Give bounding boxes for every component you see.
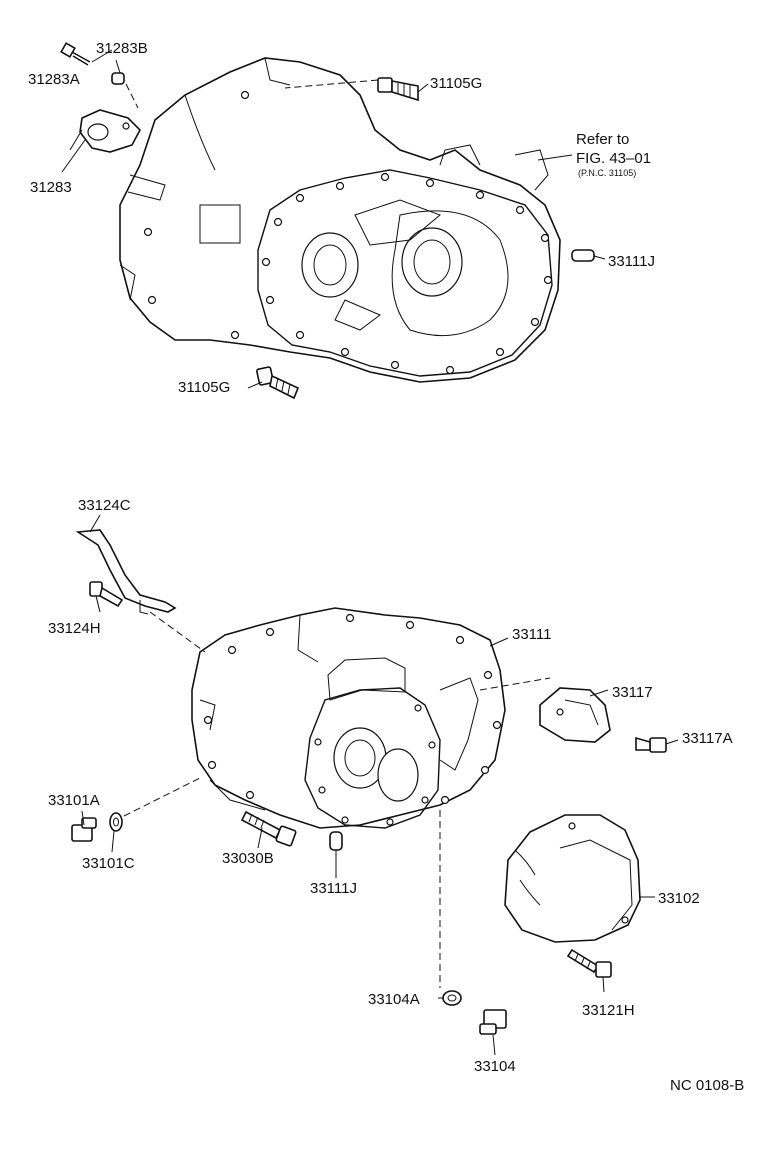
label-fig-reference: FIG. 43–01	[576, 150, 651, 167]
leader-33124C-dash	[149, 611, 206, 653]
cover-33102	[504, 814, 641, 943]
bolt-31105G-bottom	[256, 366, 300, 400]
label-33124H: 33124H	[48, 620, 101, 637]
pin-33111J-top	[571, 249, 595, 262]
label-figure-code: NC 0108-B	[670, 1077, 744, 1094]
label-33030B: 33030B	[222, 850, 274, 867]
sleeve-31283	[69, 109, 141, 153]
label-33111J-top: 33111J	[608, 253, 655, 270]
label-33111: 33111	[512, 626, 552, 643]
label-31105G-bottom: 31105G	[178, 379, 230, 396]
label-33102: 33102	[658, 890, 700, 907]
label-31283B: 31283B	[96, 40, 148, 57]
label-31283A: 31283A	[28, 71, 80, 88]
label-33124C: 33124C	[78, 497, 131, 514]
bracket-33124C	[75, 529, 177, 615]
bolt-33117A	[635, 736, 667, 753]
label-33101C: 33101C	[82, 855, 135, 872]
plug-33104	[479, 1009, 507, 1035]
bushing-31283B	[111, 72, 125, 85]
leader-33117-dash	[479, 677, 551, 691]
leader-lines	[61, 49, 679, 1056]
transmission-case-33111	[191, 607, 506, 829]
bolt-33124H	[89, 581, 124, 608]
plug-33101A	[71, 817, 97, 842]
label-33104A: 33104A	[368, 991, 420, 1008]
label-33101A: 33101A	[48, 792, 100, 809]
bolt-31105G-top	[377, 77, 419, 102]
label-33121H: 33121H	[582, 1002, 635, 1019]
label-33111J-bottom: 33111J	[310, 880, 357, 897]
bolt-33030B	[240, 810, 297, 847]
bolt-31283A	[60, 42, 91, 66]
leader-31283B-dash	[125, 83, 139, 109]
leader-33101C-dash	[123, 777, 201, 817]
washer-33101C	[109, 812, 123, 832]
label-refer-to: Refer to	[576, 131, 629, 148]
bolt-33121H	[566, 948, 612, 978]
label-pnc-reference: (P.N.C. 31105)	[578, 168, 636, 178]
label-33104: 33104	[474, 1058, 516, 1075]
leader-31105G-top-dash	[284, 79, 379, 89]
pin-33111J-bottom	[329, 831, 343, 851]
label-33117: 33117	[612, 684, 653, 701]
transaxle-housing	[119, 57, 561, 383]
label-31105G-top: 31105G	[430, 75, 482, 92]
cover-33117	[539, 687, 611, 743]
label-33117A: 33117A	[682, 730, 733, 747]
part-labels: 31283A 31283B 31283 31105G Refer to FIG.…	[28, 40, 744, 1094]
washer-33104A	[442, 990, 462, 1006]
label-31283: 31283	[30, 179, 72, 196]
